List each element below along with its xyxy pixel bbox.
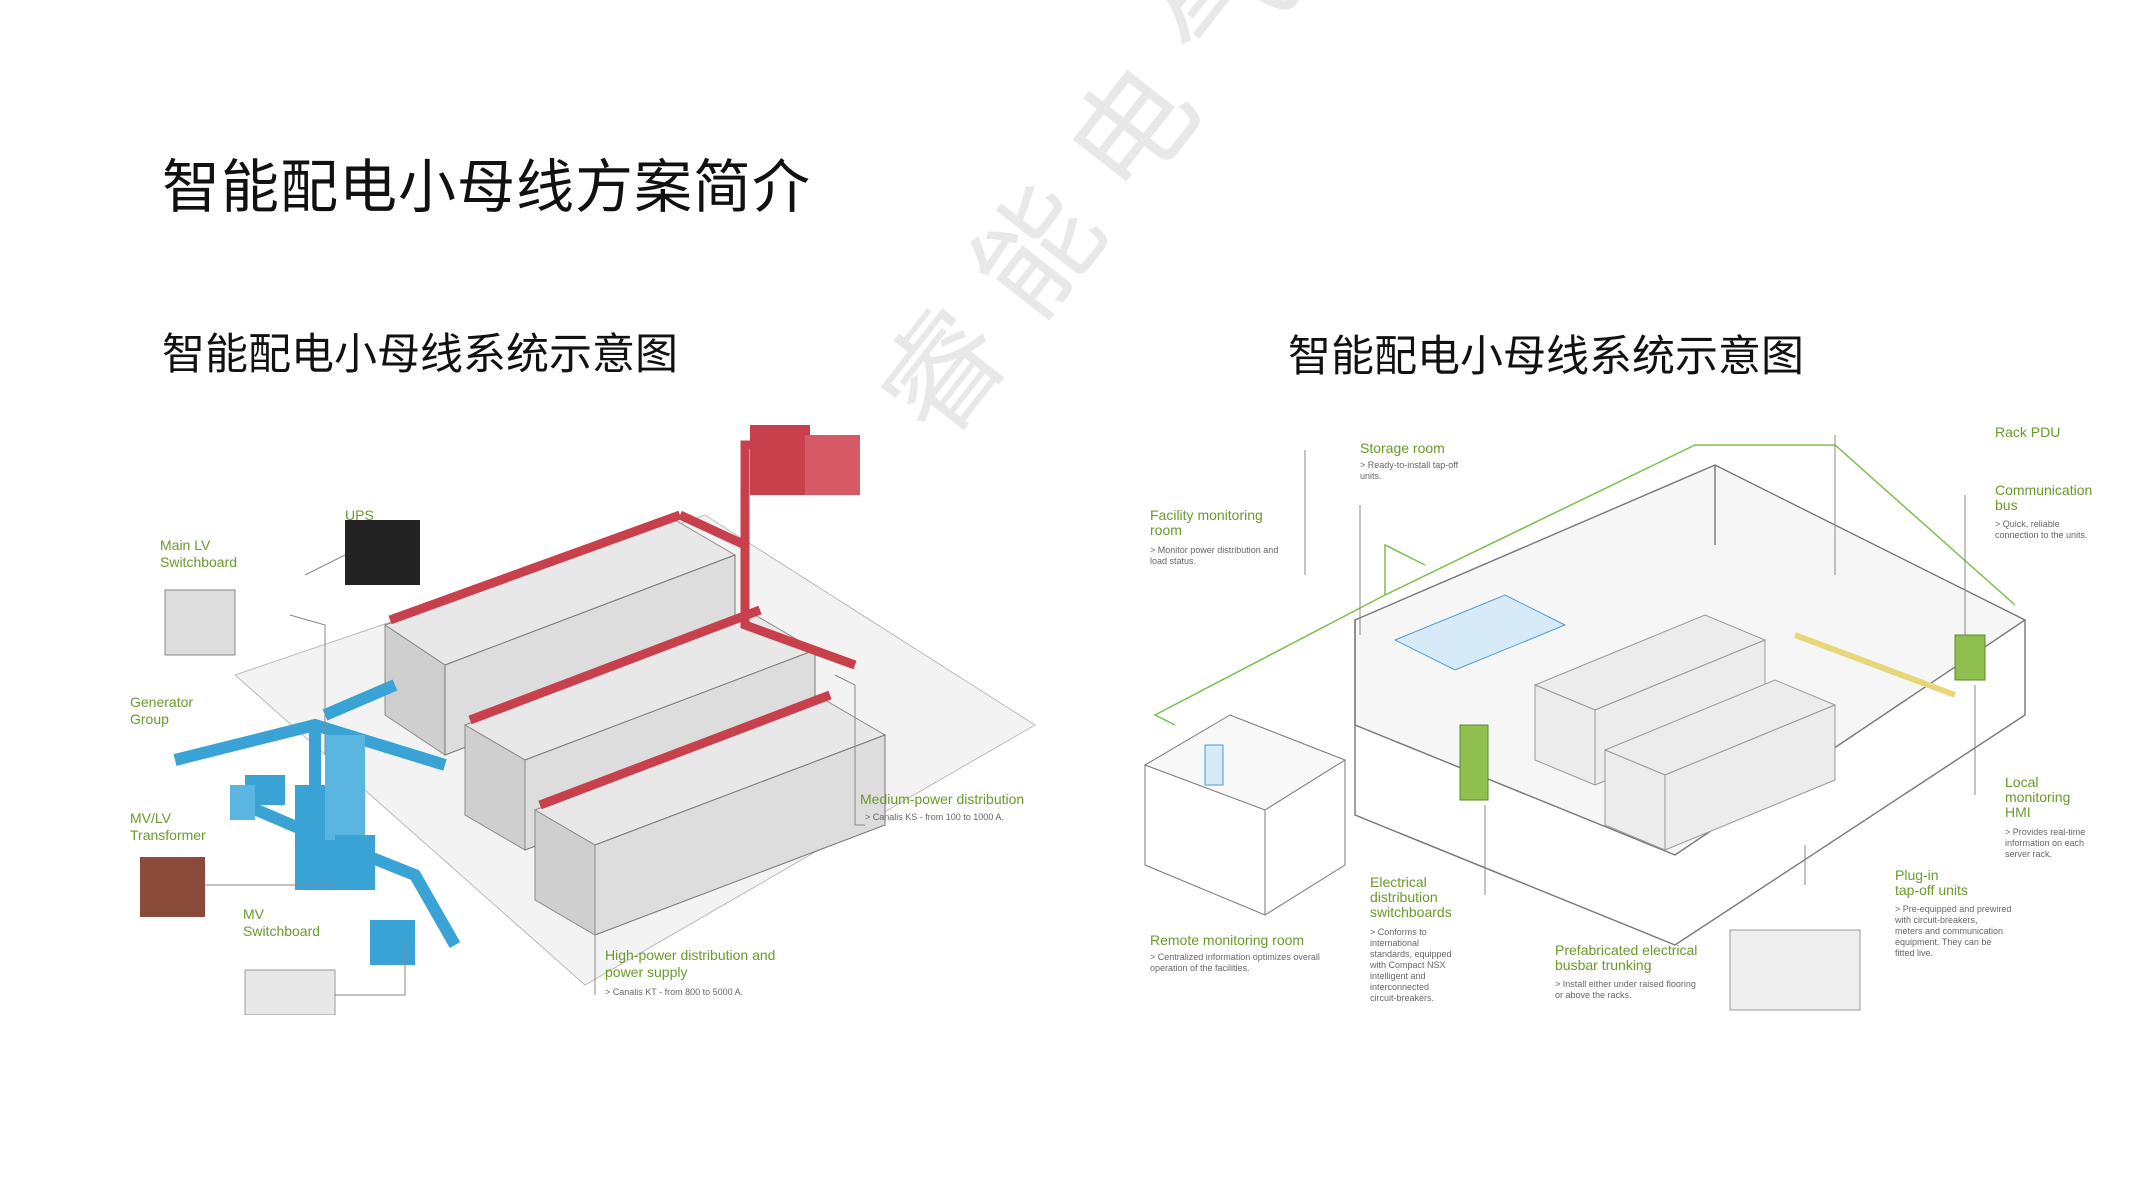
- rack-rows: [383, 519, 887, 936]
- inset-detail: [1729, 929, 1861, 1011]
- slide-title: 智能配电小母线方案简介: [162, 153, 812, 221]
- facility-desk: [1393, 594, 1567, 671]
- label-rack-pdu: Rack PDU: [1995, 425, 2060, 440]
- red-cabinet-1: [750, 425, 810, 495]
- red-cabinet-2: [805, 435, 860, 495]
- watermark: 睿能电气: [852, 0, 1342, 464]
- remote-room: [1143, 714, 1347, 916]
- note-medium-power: > Canalis KS - from 100 to 1000 A.: [865, 812, 1004, 822]
- main-lv-switchboard: [164, 589, 236, 656]
- label-remote-monitoring: Remote monitoring room: [1150, 932, 1304, 948]
- mv-unit: [370, 920, 415, 965]
- ups-unit: [345, 520, 420, 585]
- label-medium-power: Medium-power distribution: [860, 791, 1024, 807]
- switchboard-cabinet: [1459, 724, 1489, 801]
- hmi-cabinet: [1954, 634, 1986, 681]
- right-diagram-subtitle: 智能配电小母线系统示意图: [1288, 332, 1804, 382]
- label-ups: UPS: [345, 507, 374, 523]
- communication-bus: [1153, 444, 2016, 726]
- note-remote: > Centralized information optimizes over…: [1150, 952, 1320, 973]
- label-storage-room: Storage room: [1360, 440, 1445, 456]
- busbar-yellow: [1793, 632, 1957, 698]
- mv-switchboard-unit: [244, 969, 336, 1016]
- note-high-power: > Canalis KT - from 800 to 5000 A.: [605, 987, 743, 997]
- left-diagram-subtitle: 智能配电小母线系统示意图: [162, 330, 678, 380]
- transformer-unit: [140, 857, 205, 917]
- busbar-trunking: [388, 440, 857, 810]
- server-racks: [1533, 614, 1837, 851]
